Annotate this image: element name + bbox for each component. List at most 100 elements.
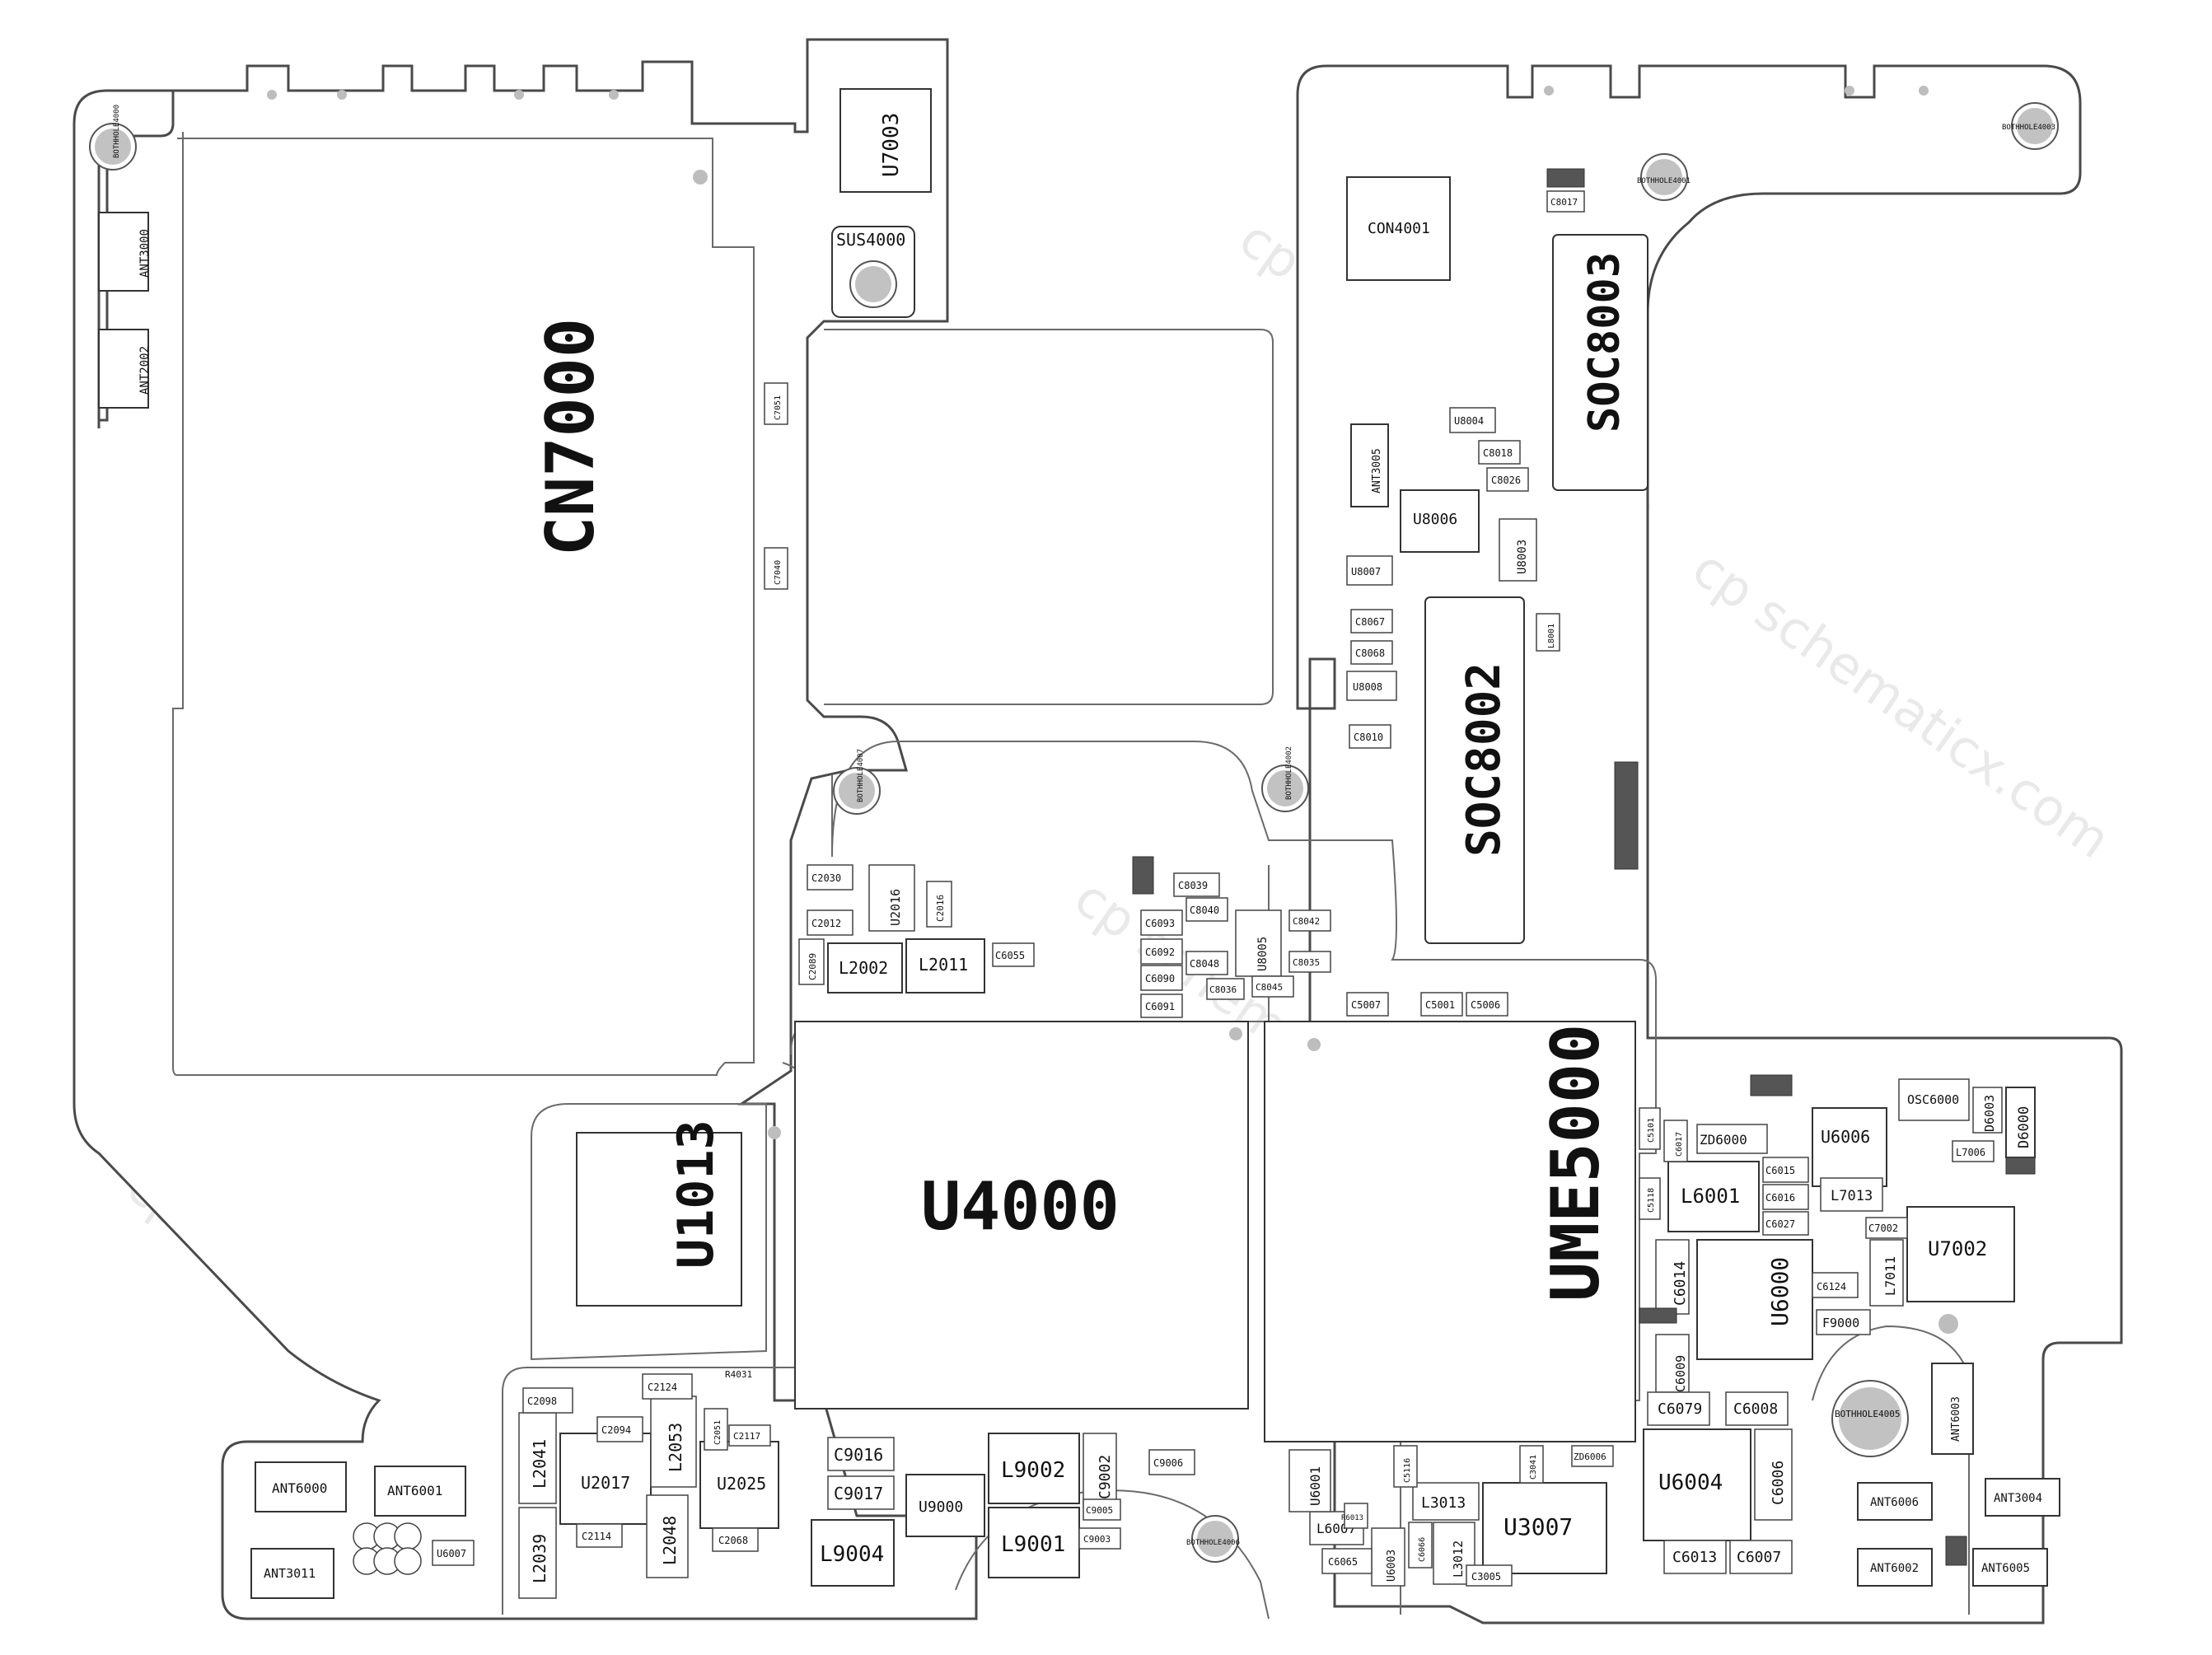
l7011-inductor [1869,1239,1904,1307]
svg-text:C2012: C2012 [811,918,841,929]
u4000-chip [794,1021,1249,1410]
ant2002-pad [98,329,149,409]
mounting-hole: BOTHHOLE4000 [89,105,137,171]
c9016-capacitor [827,1437,895,1471]
dark-marker [1614,761,1639,870]
svg-text:C2094: C2094 [601,1424,631,1436]
svg-text:F9000: F9000 [1822,1316,1859,1330]
c6006-capacitor [1754,1428,1793,1521]
c9003-capacitor [1078,1527,1121,1550]
c8039-capacitor [1173,872,1220,897]
f9000-fuse [1816,1309,1871,1335]
svg-text:C5007: C5007 [1351,999,1381,1011]
svg-text:BOTHHOLE4001: BOTHHOLE4001 [1637,177,1691,185]
svg-text:C6009: C6009 [1673,1355,1688,1392]
svg-text:C2117: C2117 [733,1431,760,1442]
svg-text:C9002: C9002 [1097,1455,1114,1499]
l2041-inductor [518,1412,557,1504]
c8010-capacitor [1349,724,1391,749]
mounting-hole: BOTHHOLE4005 [1831,1380,1909,1457]
c6009-capacitor [1655,1334,1690,1393]
svg-text:L2053: L2053 [666,1423,685,1472]
l2039-inductor [518,1507,557,1599]
svg-text:L8001: L8001 [1547,624,1556,648]
mounting-hole: BOTHHOLE4001 [1637,153,1691,201]
c8042-capacitor [1288,909,1331,932]
c9006-capacitor [1148,1449,1195,1475]
u7002-chip [1906,1206,2015,1302]
c6007-capacitor [1729,1540,1793,1574]
c7040-capacitor [764,547,788,590]
svg-text:C6008: C6008 [1733,1400,1778,1418]
c6065-capacitor [1321,1548,1373,1574]
l2002-inductor [827,942,903,993]
l9001-inductor [988,1507,1080,1578]
ant6001-pad [374,1466,466,1517]
svg-text:C6016: C6016 [1765,1192,1795,1204]
ant6005-pad [1972,1548,2048,1587]
c6008-capacitor [1725,1391,1789,1426]
zd6000-diode [1696,1124,1768,1154]
c6093-capacitor [1140,909,1183,936]
sus4000-label: SUS4000 [836,230,905,250]
c8036-capacitor [1206,978,1245,1000]
svg-text:L3013: L3013 [1421,1494,1466,1512]
soc8003-label: SOC8003 [1580,252,1630,432]
l9004-inductor [811,1519,895,1587]
ant6002-label: ANT6002 [1870,1562,1919,1575]
c6027-capacitor [1762,1211,1809,1236]
svg-text:C6093: C6093 [1145,918,1175,929]
svg-text:C2124: C2124 [648,1382,677,1393]
svg-text:C8026: C8026 [1491,475,1521,486]
cn7000-label: CN7000 [532,318,609,556]
d6003-diode [1972,1087,2003,1134]
c7051-capacitor [764,382,788,425]
svg-text:C2089: C2089 [807,953,818,980]
svg-text:BOTHHOLE4002: BOTHHOLE4002 [1285,746,1293,800]
svg-text:C8067: C8067 [1355,616,1385,628]
con4001-connector [1346,176,1451,281]
svg-text:L2002: L2002 [839,958,888,978]
svg-text:C8039: C8039 [1178,880,1208,891]
left-board-outline [72,38,978,1620]
osc6000-oscillator [1898,1078,1970,1121]
svg-text:C9016: C9016 [834,1445,883,1465]
svg-text:U2025: U2025 [717,1474,766,1494]
mounting-hole: BOTHHOLE4003 [2002,102,2059,150]
svg-text:R6013: R6013 [1341,1514,1363,1522]
svg-text:BOTHHOLE4003: BOTHHOLE4003 [2002,124,2055,132]
svg-text:U6007: U6007 [437,1548,466,1559]
u7002-label: U7002 [1928,1237,1987,1260]
svg-text:U8004: U8004 [1454,415,1484,427]
c2094-capacitor [596,1416,643,1442]
c6066-capacitor [1408,1522,1433,1569]
c3005-capacitor [1466,1564,1513,1587]
ume5000-label: UME5000 [1537,1024,1614,1302]
svg-text:C9006: C9006 [1153,1457,1183,1469]
svg-text:C7051: C7051 [774,395,783,420]
svg-text:U6003: U6003 [1386,1550,1398,1582]
c2098-capacitor [522,1387,573,1414]
svg-text:L2041: L2041 [530,1439,549,1489]
svg-text:C5116: C5116 [1403,1458,1412,1483]
l3013-inductor [1412,1482,1480,1521]
l6001-label: L6001 [1681,1185,1740,1208]
c2089-capacitor [798,938,825,985]
l2011-inductor [905,938,985,993]
svg-text:L2011: L2011 [919,955,968,975]
svg-text:C6027: C6027 [1765,1218,1795,1230]
svg-text:BOTHHOLE4006: BOTHHOLE4006 [1186,1539,1240,1547]
u6006-chip [1812,1107,1887,1187]
u8005-chip [1235,909,1282,977]
svg-text:C2098: C2098 [527,1396,557,1407]
svg-text:ZD6000: ZD6000 [1700,1132,1747,1148]
svg-text:U6004: U6004 [1658,1470,1723,1495]
c6014-capacitor [1655,1239,1690,1315]
u6001-chip [1288,1449,1331,1512]
watermark-text: cp schematicx.com [1681,537,2121,870]
svg-text:C8017: C8017 [1550,197,1578,208]
svg-text:L9002: L9002 [1001,1458,1065,1483]
ant6002-pad [1857,1548,1933,1587]
r4031-label: R4031 [725,1369,752,1380]
